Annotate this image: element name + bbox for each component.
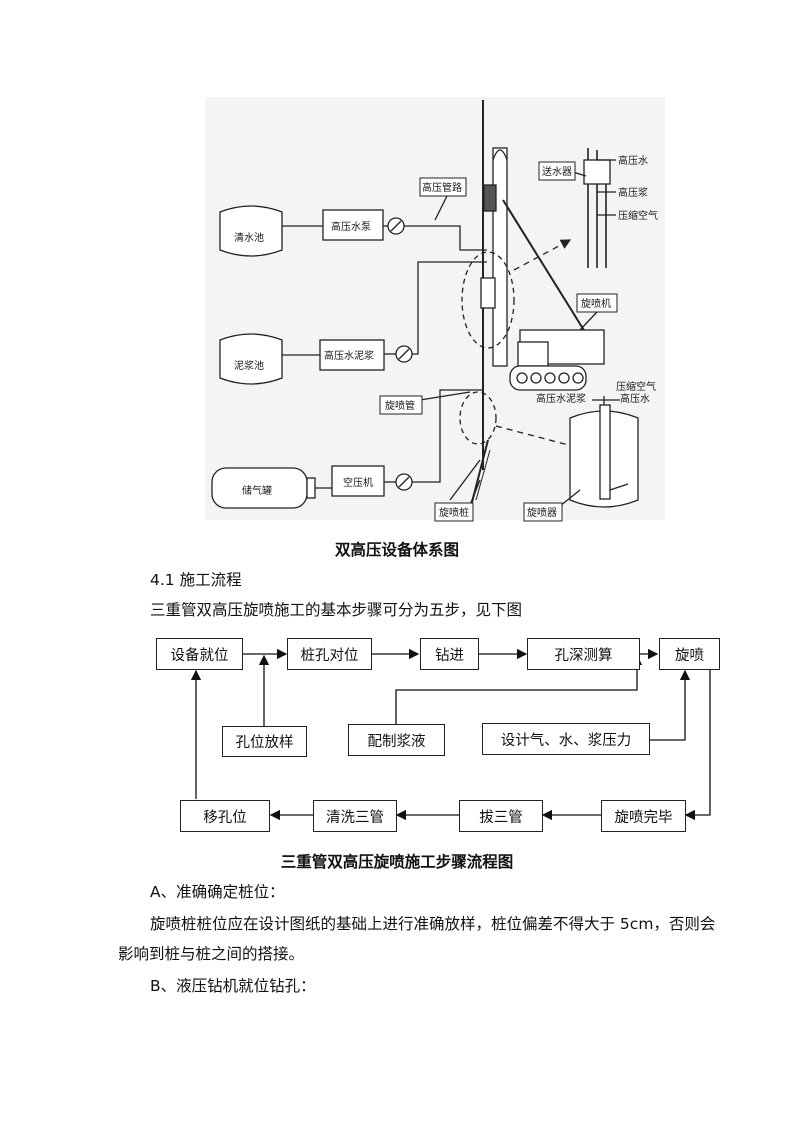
air-compressor-box bbox=[331, 465, 385, 497]
flow-node-jet-finished: 旋喷完毕 bbox=[601, 800, 686, 832]
compressed-air-label: 压缩空气 bbox=[618, 209, 658, 222]
jet-pipe-label: 旋喷管 bbox=[385, 399, 415, 412]
flow-node-clean-pipes: 清洗三管 bbox=[313, 800, 397, 832]
hp-slurry-label: 高压浆 bbox=[618, 186, 648, 199]
hp-water-pump-label: 高压水泵 bbox=[331, 220, 371, 233]
flow-node-jet-grouting: 旋喷 bbox=[659, 638, 720, 670]
hp-mud-pump-box bbox=[319, 339, 385, 371]
equipment-diagram-drawing: 清水池 泥浆池 储气罐 高压水泵 高压水泥浆 空压机 高压管路 旋喷管 旋喷桩 … bbox=[211, 100, 658, 522]
equipment-diagram-caption: 双高压设备体系图 bbox=[334, 541, 459, 559]
jet-pile-label: 旋喷桩 bbox=[439, 506, 469, 519]
a-body-line2: 影响到桩与桩之间的搭接。 bbox=[118, 945, 305, 963]
flow-node-drilling: 钻进 bbox=[420, 638, 479, 670]
air-tank-label: 储气罐 bbox=[242, 484, 272, 497]
a-body-line1: 旋喷桩桩位应在设计图纸的基础上进行准确放样，桩位偏差不得大于 5cm，否则会 bbox=[150, 915, 716, 933]
mud-tank-label: 泥浆池 bbox=[234, 359, 264, 372]
hp-water-label: 高压水 bbox=[618, 154, 648, 167]
water-feeder-label: 送水器 bbox=[542, 165, 572, 178]
flow-node-hole-layout: 孔位放样 bbox=[222, 726, 307, 757]
flow-node-pull-pipes: 拔三管 bbox=[459, 800, 543, 832]
section-intro: 三重管双高压旋喷施工的基本步骤可分为五步，见下图 bbox=[150, 601, 523, 619]
hp-cement-slurry-label: 高压水泥浆 bbox=[536, 392, 586, 405]
hp-water-label-2: 高压水 bbox=[620, 392, 650, 405]
section-heading: 4.1 施工流程 bbox=[150, 571, 242, 589]
hp-water-pump-box bbox=[322, 209, 384, 241]
flowchart-caption: 三重管双高压旋喷施工步骤流程图 bbox=[280, 853, 514, 871]
b-heading: B、液压钻机就位钻孔： bbox=[150, 977, 316, 995]
a-heading: A、准确确定桩位： bbox=[150, 883, 285, 901]
jet-machine-label: 旋喷机 bbox=[581, 297, 611, 310]
clear-water-tank-label: 清水池 bbox=[234, 231, 264, 244]
flow-node-move-position: 移孔位 bbox=[180, 800, 270, 832]
jet-nozzle-label: 旋喷器 bbox=[527, 506, 557, 519]
mud-tank-shape bbox=[219, 333, 283, 385]
flow-node-slurry-prep: 配制浆液 bbox=[348, 724, 445, 756]
compressed-air-label-2: 压缩空气 bbox=[616, 380, 656, 393]
flow-node-pile-alignment: 桩孔对位 bbox=[287, 638, 372, 670]
flow-node-pressure-design: 设计气、水、浆压力 bbox=[482, 723, 650, 755]
clear-water-tank-shape bbox=[219, 205, 283, 257]
hp-pipe-label: 高压管路 bbox=[422, 181, 462, 194]
flowchart-connectors bbox=[190, 648, 711, 821]
air-compressor-label: 空压机 bbox=[343, 476, 373, 489]
flow-node-depth-measure: 孔深测算 bbox=[527, 638, 640, 670]
flow-node-equipment-in-place: 设备就位 bbox=[156, 638, 243, 670]
hp-mud-pump-label: 高压水泥浆 bbox=[324, 349, 374, 362]
